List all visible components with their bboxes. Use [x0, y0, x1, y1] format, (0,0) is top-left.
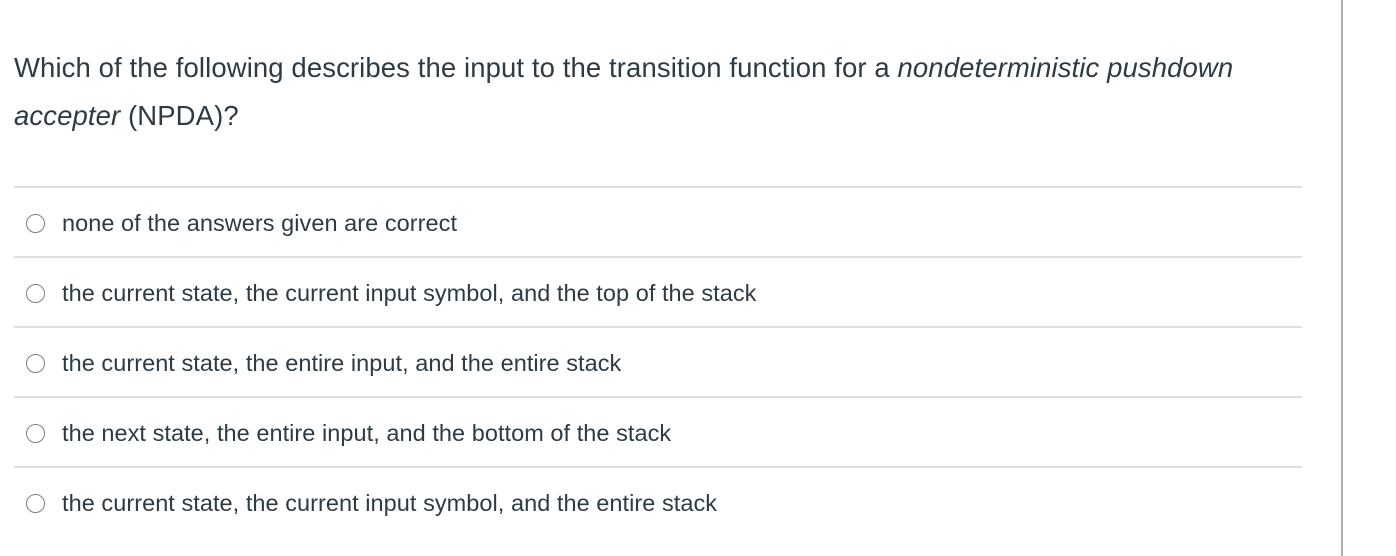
radio-unchecked-icon[interactable] [26, 353, 45, 373]
answer-option-label: the current state, the current input sym… [62, 490, 718, 516]
answer-option-content[interactable]: the next state, the entire input, and th… [14, 398, 671, 468]
radio-unchecked-icon[interactable] [26, 283, 45, 303]
answer-option-row[interactable]: the next state, the entire input, and th… [14, 396, 1302, 466]
question-text-emphasis: nondeterministic pushdown accepter [14, 52, 1234, 131]
answer-option-content[interactable]: the current state, the current input sym… [14, 468, 717, 538]
answer-option-content[interactable]: the current state, the current input sym… [14, 258, 756, 328]
answer-option-label: none of the answers given are correct [62, 210, 458, 236]
answer-option-row[interactable]: the current state, the current input sym… [14, 256, 1302, 326]
right-vertical-divider [1341, 0, 1343, 556]
question-column: Which of the following describes the inp… [14, 44, 1302, 536]
radio-unchecked-icon[interactable] [26, 213, 45, 233]
answer-option-label: the current state, the entire input, and… [62, 350, 622, 376]
radio-unchecked-icon[interactable] [26, 493, 45, 513]
answer-options-list: none of the answers given are correct th… [14, 186, 1302, 536]
answer-option-row[interactable]: the current state, the entire input, and… [14, 326, 1302, 396]
question-prompt: Which of the following describes the inp… [14, 44, 1294, 140]
answer-option-label: the current state, the current input sym… [62, 280, 757, 306]
question-text-before-emphasis: Which of the following describes the inp… [14, 52, 898, 83]
answer-option-content[interactable]: the current state, the entire input, and… [14, 328, 621, 398]
answer-option-label: the next state, the entire input, and th… [62, 420, 672, 446]
answer-option-row[interactable]: none of the answers given are correct [14, 186, 1302, 256]
question-text-after-emphasis: (NPDA)? [120, 100, 239, 131]
radio-unchecked-icon[interactable] [26, 423, 45, 443]
answer-option-row[interactable]: the current state, the current input sym… [14, 466, 1302, 536]
answer-option-content[interactable]: none of the answers given are correct [14, 188, 457, 258]
